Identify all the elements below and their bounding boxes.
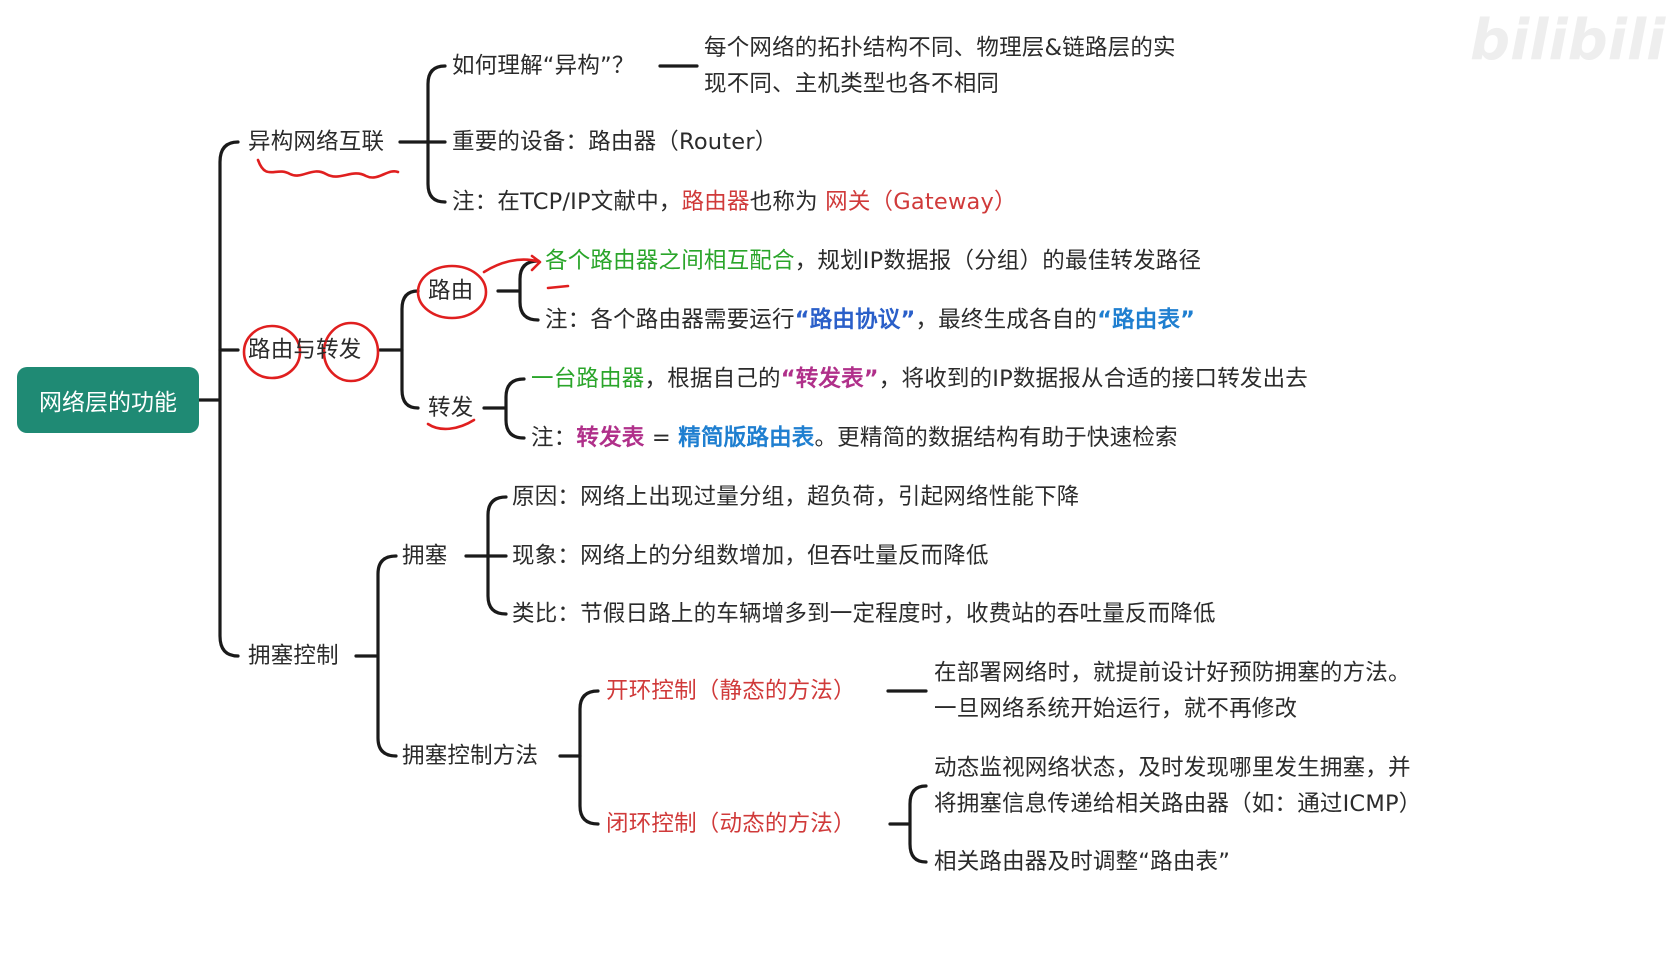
forwarding-desc-rest: ，将收到的IP数据报从合适的接口转发出去 <box>878 366 1309 392</box>
node-congestion-control[interactable]: 拥塞控制 <box>248 643 339 669</box>
forwarding-note: 注：转发表 = 精简版路由表。更精简的数据结构有助于快速检索 <box>531 424 1178 452</box>
forwarding-note-fwd-table: 转发表 <box>576 425 645 451</box>
forwarding-desc-mid: ，根据自己的 <box>644 366 781 392</box>
congestion-phenomenon: 现象：网络上的分组数增加，但吞吐量反而降低 <box>512 543 989 569</box>
node-closed-loop[interactable]: 闭环控制（动态的方法） <box>606 811 856 837</box>
forwarding-note-eq: = <box>644 425 679 451</box>
rf-forward-word: 转发 <box>316 337 362 363</box>
node-routing[interactable]: 路由 <box>428 278 474 304</box>
node-open-loop[interactable]: 开环控制（静态的方法） <box>606 678 856 704</box>
routing-note: 注：各个路由器需要运行“路由协议”，最终生成各自的“路由表” <box>545 306 1195 334</box>
routing-note-table: “路由表” <box>1097 307 1196 333</box>
congestion-cause: 原因：网络上出现过量分组，超负荷，引起网络性能下降 <box>512 484 1080 510</box>
rf-routing-word: 路由 <box>248 337 294 363</box>
hetero-note-router: 路由器 <box>681 189 750 215</box>
hetero-note-gateway: 网关（Gateway） <box>825 189 1017 215</box>
node-hetero-note[interactable]: 注：在TCP/IP文献中，路由器也称为 网关（Gateway） <box>452 188 1017 216</box>
hetero-answer-line1: 每个网络的拓扑结构不同、物理层&链路层的实 <box>704 35 1176 61</box>
node-hetero-question[interactable]: 如何理解“异构”？ <box>452 53 635 79</box>
routing-description: 各个路由器之间相互配合，规划IP数据报（分组）的最佳转发路径 <box>545 247 1201 275</box>
node-hetero-network[interactable]: 异构网络互联 <box>248 129 385 155</box>
closed-loop-desc-line2: 将拥塞信息传递给相关路由器（如：通过ICMP） <box>934 791 1422 817</box>
node-forwarding[interactable]: 转发 <box>428 395 474 421</box>
node-congestion[interactable]: 拥塞 <box>402 543 448 569</box>
node-routing-forwarding[interactable]: 路由与转发 <box>248 336 362 364</box>
closed-loop-desc-line1: 动态监视网络状态，及时发现哪里发生拥塞，并 <box>934 755 1411 781</box>
forwarding-note-rest: 。更精简的数据结构有助于快速检索 <box>814 425 1178 451</box>
root-label: 网络层的功能 <box>39 390 177 416</box>
node-hetero-device[interactable]: 重要的设备：路由器（Router） <box>452 129 778 155</box>
forwarding-description: 一台路由器，根据自己的“转发表”，将收到的IP数据报从合适的接口转发出去 <box>531 365 1308 393</box>
open-loop-desc-line2: 一旦网络系统开始运行，就不再修改 <box>934 696 1298 722</box>
open-loop-desc-line1: 在部署网络时，就提前设计好预防拥塞的方法。 <box>934 660 1411 686</box>
hetero-note-prefix: 注：在TCP/IP文献中， <box>452 189 682 215</box>
rf-yu-word: 与 <box>293 337 317 363</box>
bilibili-logo: bilibili <box>1470 8 1666 73</box>
root-node[interactable]: 网络层的功能 <box>17 367 199 433</box>
routing-desc-highlight: 各个路由器之间相互配合 <box>545 248 795 274</box>
routing-note-protocol: “路由协议” <box>794 307 916 333</box>
routing-desc-rest: ，规划IP数据报（分组）的最佳转发路径 <box>794 248 1202 274</box>
routing-note-prefix: 注：各个路由器需要运行 <box>545 307 795 333</box>
hetero-answer-line2: 现不同、主机类型也各不相同 <box>704 71 1000 97</box>
hetero-note-mid: 也称为 <box>749 189 826 215</box>
congestion-analogy: 类比：节假日路上的车辆增多到一定程度时，收费站的吞吐量反而降低 <box>512 601 1216 627</box>
forwarding-desc-highlight: 一台路由器 <box>531 366 645 392</box>
routing-note-mid: ，最终生成各自的 <box>915 307 1098 333</box>
closed-loop-desc-line3: 相关路由器及时调整“路由表” <box>934 849 1231 875</box>
forwarding-note-lite-table: 精简版路由表 <box>678 425 815 451</box>
node-congestion-methods[interactable]: 拥塞控制方法 <box>402 743 539 769</box>
forwarding-note-prefix: 注： <box>531 425 577 451</box>
forwarding-desc-table: “转发表” <box>780 366 879 392</box>
